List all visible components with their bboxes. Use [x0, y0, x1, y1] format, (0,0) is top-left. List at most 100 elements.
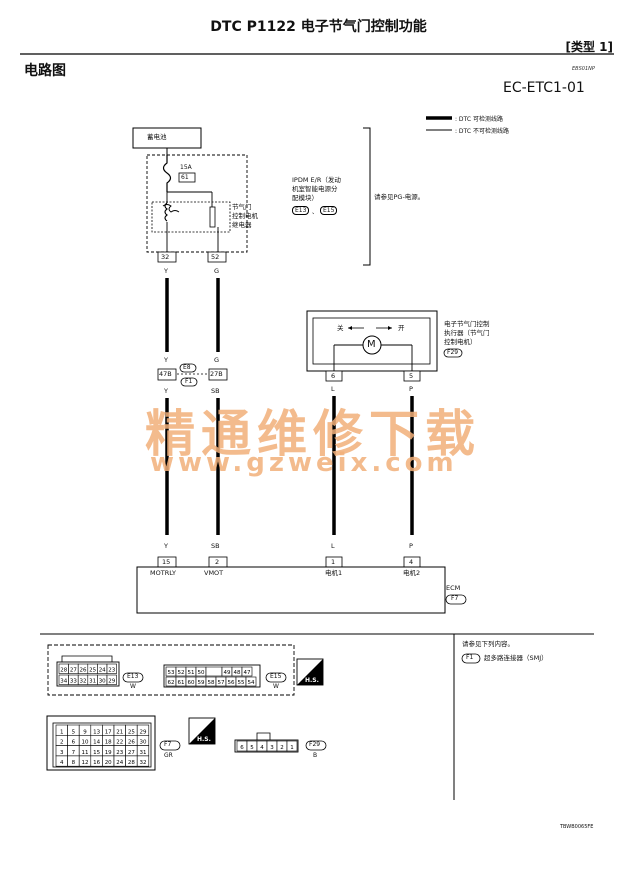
footer-code: TBWB0065FE — [560, 824, 594, 830]
ecm-connector-f7: F7 — [451, 595, 459, 602]
f1-code-box — [180, 377, 198, 387]
inline-pin-27b-label: 27B — [210, 370, 223, 378]
pg-note: 请参见PG-电源。 — [374, 193, 425, 201]
ipdm-label-2: 机室智能电源分 — [292, 185, 338, 193]
ecm-label-motor2: 电机2 — [403, 569, 421, 577]
fuse-symbol — [162, 155, 172, 192]
f7-cavity-number: 20 — [105, 760, 112, 766]
f7-cavity-number: 5 — [72, 729, 76, 735]
f7-cavity-number: 29 — [140, 729, 147, 735]
e15-cavity-number: 61 — [178, 680, 185, 686]
wire-color-g-top: G — [214, 267, 220, 275]
e13-cavity-number: 27 — [70, 668, 77, 674]
f7-cavity-number: 16 — [93, 760, 100, 766]
ecm-pin-1-label: 1 — [331, 558, 336, 566]
f29-cavity-number: 1 — [290, 745, 294, 751]
ecm-label-vmot: VMOT — [204, 569, 224, 577]
relay-coil — [162, 192, 180, 232]
e13-cavity — [106, 674, 117, 685]
inline-color-y: Y — [164, 356, 168, 364]
inline-color-g: G — [214, 356, 220, 364]
actuator-close-label: 关 — [337, 324, 344, 332]
f7-cavity-number: 11 — [82, 750, 89, 756]
e15-cavity-number: 53 — [168, 670, 175, 676]
f29-cavity-number: 5 — [250, 745, 254, 751]
ecm-label-motrly: MOTRLY — [150, 569, 176, 577]
ecm-label-motor1: 电机1 — [325, 569, 343, 577]
f7-cavity-number: 25 — [128, 729, 135, 735]
f7-cavity-number: 21 — [116, 729, 123, 735]
relay-switch — [209, 206, 216, 228]
ecm-pin-4-label: 4 — [409, 558, 414, 566]
f7-cavity-number: 26 — [128, 740, 135, 746]
e13-cavity-number: 26 — [80, 668, 87, 674]
ecm-wire-color-sb: SB — [211, 542, 220, 550]
ipdm-connector-e13: E13 — [292, 206, 310, 215]
f7-cavity-number: 24 — [116, 760, 123, 766]
f7-cavity-number: 3 — [60, 750, 64, 756]
e15-cavity-number: 54 — [248, 680, 255, 686]
f29-cavity-number: 2 — [280, 745, 284, 751]
e13-cavity-number: 31 — [89, 679, 96, 685]
relay-label-2: 控制电机 — [232, 212, 258, 220]
inline-code-f1: F1 — [185, 378, 193, 385]
motor-label: M — [367, 339, 376, 350]
ecm-box — [136, 566, 446, 614]
e13-cavity-number: 23 — [108, 668, 115, 674]
f7-cavity-number: 12 — [82, 760, 89, 766]
f7-cavity-number: 17 — [105, 729, 112, 735]
f7-cavity-number: 10 — [82, 740, 89, 746]
f7-cavity-number: 32 — [140, 760, 147, 766]
f7-cavity-number: 23 — [116, 750, 123, 756]
legend-detectable: : DTC 可检测线路 — [455, 116, 503, 123]
f7-cavity-number: 1 — [60, 729, 64, 735]
ipdm-box — [146, 154, 248, 253]
battery-box — [132, 127, 202, 149]
f7-cavity — [136, 755, 150, 767]
e13-color: W — [130, 683, 136, 690]
e15-cavity-number: 51 — [188, 670, 195, 676]
e15-cavity-number: 60 — [188, 680, 195, 686]
f29-color: B — [313, 752, 318, 759]
e15-cavity-number: 55 — [238, 680, 245, 686]
ipdm-label-3: 配模块） — [292, 194, 318, 202]
f29-cavity-number: 3 — [270, 745, 274, 751]
section-code: EBS01NP — [572, 66, 595, 72]
inline-pin-47b — [157, 368, 177, 381]
ipdm-pin-32-label: 32 — [161, 253, 170, 261]
f7-cavity-number: 13 — [93, 729, 100, 735]
actuator-label-3: 控制电机） — [444, 338, 477, 346]
e13-cavity-number: 34 — [60, 679, 67, 685]
hs-label-2: H.S. — [197, 736, 211, 743]
f29-cavity — [286, 740, 298, 752]
wire-color-y-top: Y — [164, 267, 168, 275]
actuator-outer-box — [306, 310, 438, 372]
e13-cavity — [106, 663, 117, 674]
actuator-label-1: 电子节气门控制 — [444, 320, 490, 328]
f29-cavity-number: 6 — [240, 745, 244, 751]
e15-cavity-number: 59 — [198, 680, 205, 686]
pg-bracket — [363, 127, 371, 266]
e15-code: E15 — [270, 673, 282, 680]
refer-text: 超多路连接器（SMJ） — [484, 654, 548, 662]
f7-cavity-number: 6 — [72, 740, 76, 746]
actuator-inner-box — [312, 317, 431, 365]
f7-cavity-number: 8 — [72, 760, 76, 766]
e15-cavity — [245, 676, 257, 687]
ecm-wire-color-p: P — [409, 542, 413, 550]
e15-cavity-number: 52 — [178, 670, 185, 676]
e13-cavity-number: 28 — [60, 668, 67, 674]
actuator-pin-5 — [403, 370, 421, 382]
f7-cavity-number: 30 — [140, 740, 147, 746]
f29-cavity-number: 4 — [260, 745, 264, 751]
f7-code-box — [445, 594, 467, 605]
f29-code: F29 — [309, 741, 321, 748]
ipdm-connector-sep: 、 — [312, 209, 319, 216]
e13-connector — [56, 661, 120, 687]
battery-label: 蓄电池 — [147, 133, 167, 141]
ipdm-connector-e15: E15 — [320, 206, 338, 215]
e15-connector — [163, 664, 261, 688]
